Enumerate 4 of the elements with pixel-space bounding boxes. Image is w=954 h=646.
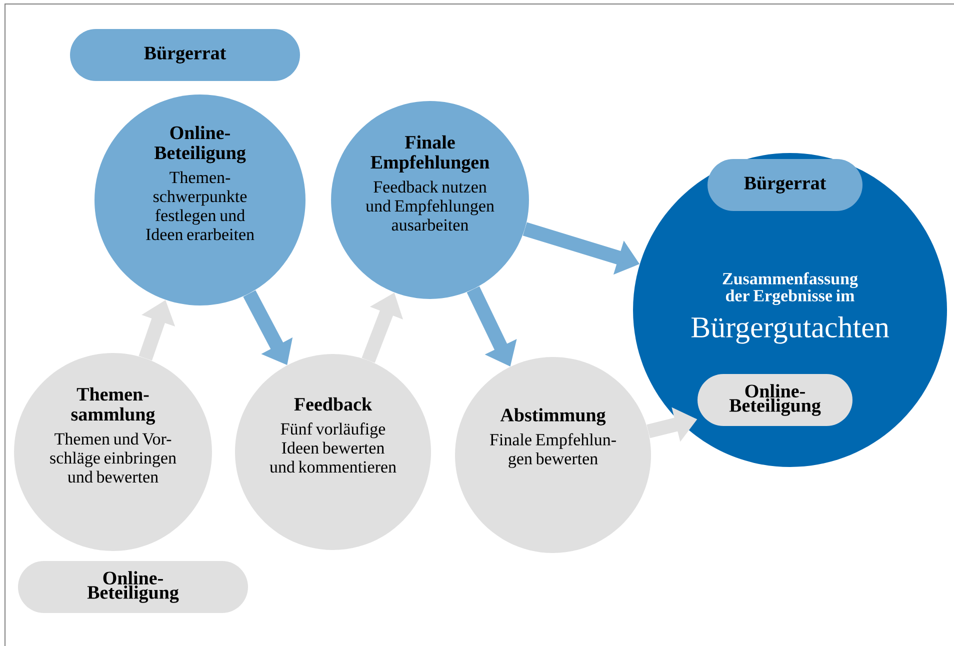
label-pill: Bürgerrat (708, 159, 862, 211)
label-pill: Online-Beteiligung (18, 561, 248, 613)
label-pill: Bürgerrat (70, 29, 300, 81)
label-pill: Online-Beteiligung (698, 374, 852, 426)
